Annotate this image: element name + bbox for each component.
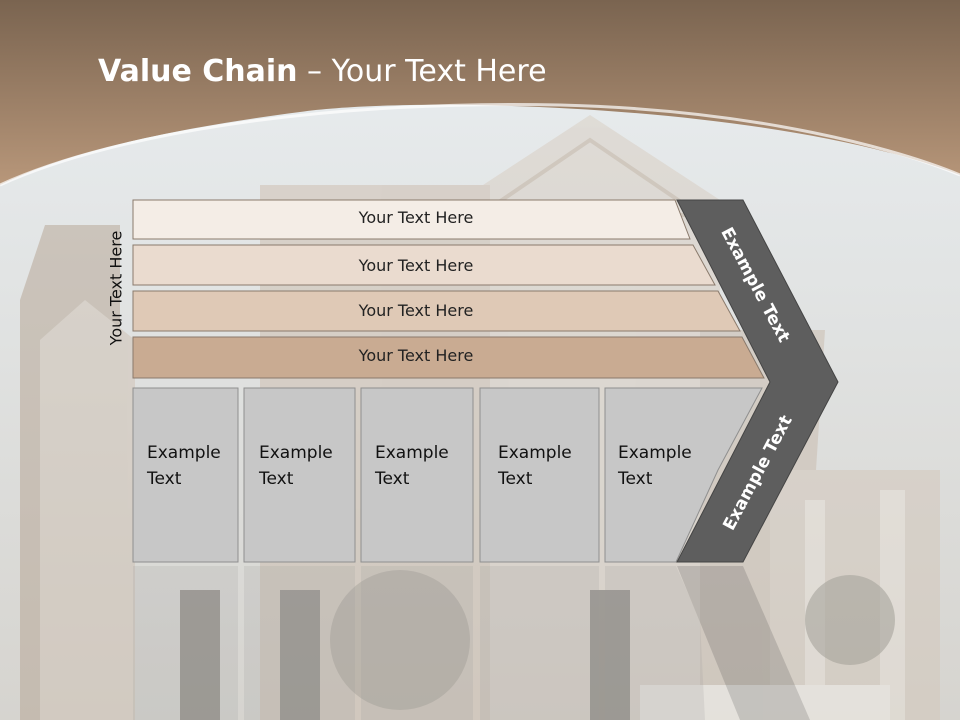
box-1: [132, 387, 239, 563]
band-4: [132, 336, 765, 379]
box-4-line1: Example: [498, 443, 572, 463]
box-4-text: Example Text: [498, 440, 598, 492]
band-1: [132, 199, 691, 240]
box-3-line2: Text: [375, 469, 410, 489]
box-2: [243, 387, 356, 563]
side-label: Your Text Here: [106, 230, 126, 346]
box-3-text: Example Text: [375, 440, 475, 492]
box-5-line2: Text: [618, 469, 653, 489]
box-1-line1: Example: [147, 443, 221, 463]
box-4: [479, 387, 600, 563]
band-1-text: Your Text Here: [358, 208, 474, 227]
band-4-text: Your Text Here: [358, 346, 474, 365]
box-5: [604, 387, 763, 563]
reflection: [133, 566, 810, 720]
box-5-line1: Example: [618, 443, 692, 463]
title-bold: Value Chain: [98, 54, 298, 89]
box-2-text: Example Text: [259, 440, 359, 492]
band-3: [132, 290, 741, 332]
band-3-text: Your Text Here: [358, 301, 474, 320]
box-5-text: Example Text: [618, 440, 718, 492]
chevron-shape: [676, 199, 839, 563]
title-rest: – Your Text Here: [297, 54, 547, 89]
band-2-text: Your Text Here: [358, 256, 474, 275]
band-2: [132, 244, 716, 286]
box-2-line1: Example: [259, 443, 333, 463]
slide-title: Value Chain – Your Text Here: [98, 54, 547, 89]
box-1-line2: Text: [147, 469, 182, 489]
box-2-line2: Text: [259, 469, 294, 489]
box-1-text: Example Text: [147, 440, 247, 492]
box-3: [360, 387, 474, 563]
box-3-line1: Example: [375, 443, 449, 463]
box-4-line2: Text: [498, 469, 533, 489]
